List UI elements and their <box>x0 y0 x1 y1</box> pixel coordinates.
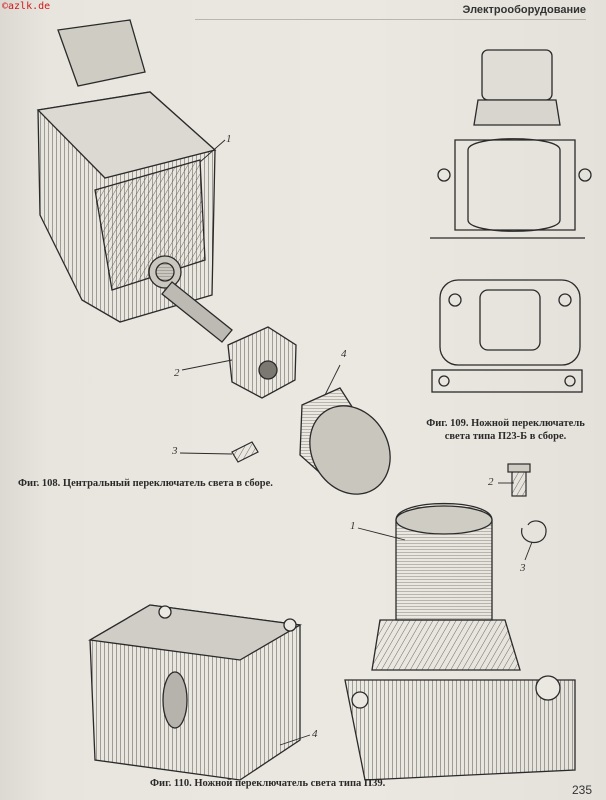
header-rule <box>195 19 586 20</box>
fig110-label-2: 2 <box>488 476 494 488</box>
fig108-label-2: 2 <box>174 367 180 379</box>
fig110-caption: Фиг. 110. Ножной переключатель света тип… <box>150 778 386 789</box>
fig109-caption-line1: Фиг. 109. Ножной переключатель <box>426 418 585 429</box>
fig109-caption: Фиг. 109. Ножной переключатель света тип… <box>418 417 593 443</box>
fig109-caption-line2: света типа П23-Б в сборе. <box>444 431 567 442</box>
watermark: ©azlk.de <box>2 1 51 12</box>
fig110-screw <box>507 463 531 497</box>
fig108-label-4: 4 <box>341 348 347 360</box>
fig110-cover <box>88 604 302 781</box>
fig110-label-4: 4 <box>312 728 318 740</box>
fig108-label-3: 3 <box>172 445 178 457</box>
fig110-leaders <box>279 482 533 746</box>
fig108-leaders <box>179 139 341 455</box>
fig110-label-3: 3 <box>520 562 526 574</box>
fig108-nut <box>227 326 297 399</box>
page-number: 235 <box>571 783 592 797</box>
fig108-caption: Фиг. 108. Центральный переключатель свет… <box>18 478 273 489</box>
fig108-switch-body <box>36 19 233 343</box>
fig108-screw <box>231 441 259 463</box>
fig110-switch <box>344 502 576 781</box>
fig108-label-1: 1 <box>226 133 232 145</box>
fig110-washer <box>521 520 547 543</box>
fig109-drawing <box>430 49 592 393</box>
fig110-label-1: 1 <box>350 520 356 532</box>
page-header: Электрооборудование <box>462 4 586 16</box>
fig108-knob <box>299 387 391 495</box>
